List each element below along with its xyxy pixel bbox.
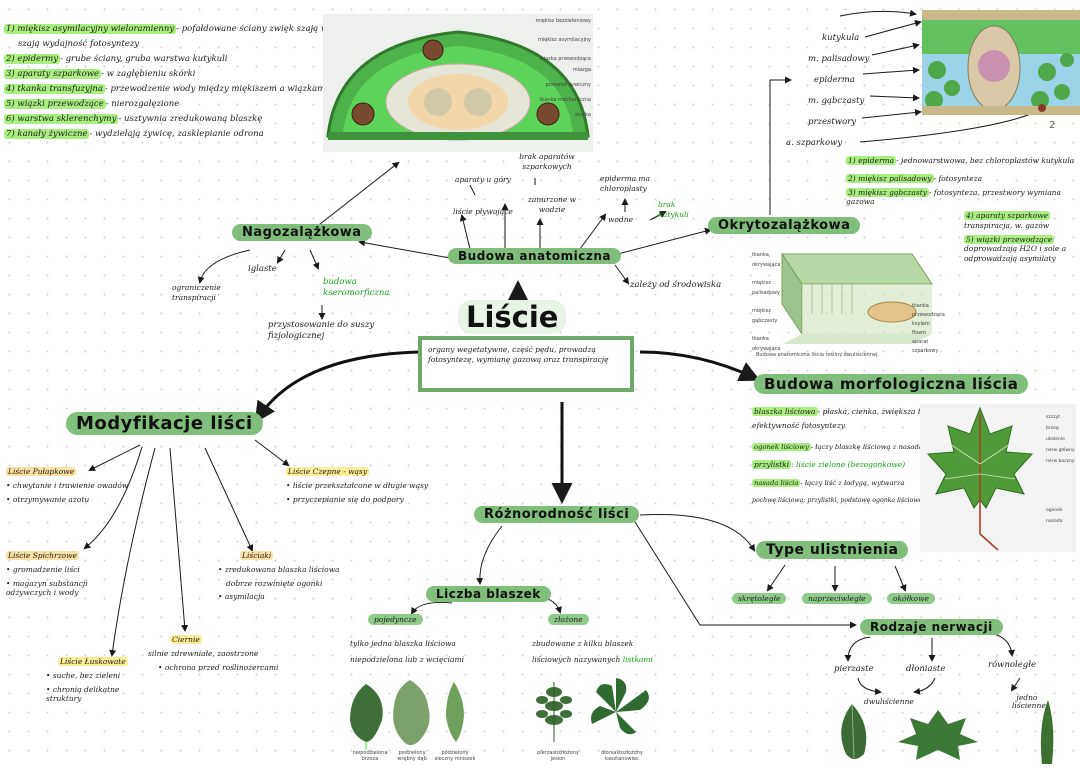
- page-title: Liście: [466, 300, 559, 334]
- mod-ciernie: Ciernie silnie zdrewniałe, zaostrzone • …: [148, 635, 279, 672]
- center-definition-box: organy wegetatywne, część pędu, prowadzą…: [418, 336, 634, 392]
- note-zalezy: zależy od środowiska: [630, 280, 722, 290]
- mod-lisciaki: Liściaki • zredukowana blaszka liściowa …: [218, 551, 340, 602]
- dicot-figure-labels-left: tkanka okrywająca miękisz palisadowy mię…: [752, 252, 781, 352]
- note-budowa-kseromorficzna: budowa kseromorficzna: [323, 277, 390, 299]
- ulistnienie-naprzeciwlegle: naprzeciwległe: [802, 593, 872, 604]
- node-rodzaje-nerwacji: Rodzaje nerwacji: [860, 619, 1003, 635]
- note-ograniczenie: ograniczenie transpiracji: [172, 283, 221, 302]
- dicot-figure-caption: Budowa anatomiczna liścia rośliny dwuliś…: [756, 352, 880, 358]
- note-iglaste: iglaste: [248, 264, 277, 274]
- leaf-labels: szczyt brzeg ułożenie nerw główny nerw b…: [1046, 415, 1075, 524]
- list-item: 2) epidermy- grube ściany, gruba warstwa…: [4, 54, 228, 65]
- leaf-samples-simple: niepodzielona brzoza podzielony wrębny d…: [346, 676, 476, 764]
- list-item-cont: szają wydajność fotosyntezy: [18, 39, 140, 50]
- dicot-list: 1) epiderma- jednowarstwowa, bez chlorop…: [846, 156, 1075, 263]
- leaf-samples-compound: pierzastozłożony jesion dłoniastozłożony…: [536, 672, 660, 764]
- node-nagozalazkowa: Nagozalążkowa: [232, 224, 372, 241]
- node-okrytozalazkowa: Okrytozalążkowa: [708, 217, 861, 234]
- note-brak-aparatow: brak aparatów szparkowych: [519, 152, 575, 171]
- dicot-3d-figure: tkanka okrywająca miękisz palisadowy mię…: [752, 244, 952, 364]
- note-zanurzone: zanurzone w wodzie: [527, 195, 577, 214]
- center-definition: organy wegetatywne, część pędu, prowadzą…: [428, 345, 609, 364]
- caption-compound-1: pierzastozłożony jesion: [537, 750, 579, 762]
- list-item: 4) tkanka transfuzyjna- przewodzenie wod…: [4, 84, 398, 95]
- caption-simple-1: niepodzielona brzoza: [352, 750, 388, 762]
- nerwacja-note-jednolisc: jedno liścienne: [1012, 693, 1046, 711]
- desc-zlozone: zbudowane z kilku blaszek liściowych naz…: [532, 639, 653, 664]
- note-epiderma: epiderma ma chloroplasty: [600, 174, 651, 193]
- figure-number-outside: 2: [1049, 120, 1056, 131]
- desc-pojedyncze: tylko jedna blaszka liściowa niepodzielo…: [350, 639, 464, 664]
- label-zlozone: złożone: [548, 614, 589, 625]
- center-title-wrap: Liście: [458, 300, 567, 334]
- mod-luskowate: Liście Łuskowate • suche, bez zieleni • …: [46, 657, 128, 704]
- list-item: 5) wiązki przewodzące- nierozgałęzione: [4, 99, 180, 110]
- node-typy-ulistnienia: Type ulistnienia: [756, 541, 909, 559]
- ulistnienie-okolkowe: okółkowe: [887, 593, 935, 604]
- caption-simple-2: podzielony wrębny dąb: [397, 750, 427, 762]
- list-item: 7) kanały żywiczne- wydzielają żywicę, z…: [4, 129, 264, 140]
- mod-czepne: Liście Czepne - wąsy • liście przekształ…: [286, 467, 429, 504]
- caption-compound-2: dłoniastozłożony kasztanowiec: [601, 750, 643, 762]
- ulistnienie-skretolegle: skrętoległe: [732, 593, 787, 604]
- node-budowa-morfologiczna: Budowa morfologiczna liścia: [754, 374, 1029, 394]
- note-brak-kutykuli: brak kutykuli: [658, 200, 689, 219]
- nerwacja-dloniaste: dłoniaste: [906, 664, 946, 674]
- node-roznorodnosc: Różnorodność liści: [474, 506, 640, 523]
- maple-leaf-figure: szczyt brzeg ułożenie nerw główny nerw b…: [920, 404, 1076, 552]
- list-item: 1) miękisz asymilacyjny wieloramienny- p…: [4, 24, 418, 34]
- caption-simple-3: podzielony sieczny mniszek: [434, 750, 476, 762]
- nerwacja-leaves: [830, 696, 1080, 764]
- morphology-list: blaszka liściowa- płaska, cienka, zwięks…: [752, 407, 931, 504]
- conifer-anatomy-list: 1) miękisz asymilacyjny wieloramienny- p…: [4, 24, 418, 144]
- list-item: 6) warstwa sklerenchymy- usztywnia zredu…: [4, 114, 263, 125]
- node-budowa-anatomiczna: Budowa anatomiczna: [448, 248, 621, 264]
- note-wodne: wodne: [608, 215, 634, 224]
- nerwacja-pierzaste: pierzaste: [834, 664, 874, 674]
- dicot-section-image: 2: [922, 10, 1080, 115]
- note-aparaty: aparaty u góry: [455, 175, 511, 184]
- nerwacja-rownolegle: równoległe: [988, 660, 1037, 670]
- conifer-needle-section-image: miękisz bezzieleniowy miękisz asymilacyj…: [323, 14, 593, 152]
- mod-pulapkowe: Liście Pułapkowe • chwytanie i trawienie…: [6, 467, 129, 504]
- note-liscie-plywajace: liście pływające: [453, 207, 513, 216]
- note-przystosowanie: przystosowanie do suszy fizjologicznej: [268, 320, 375, 342]
- dicot-section-labels: kutykula m. palisadowy epiderma m. gąbcz…: [786, 33, 870, 148]
- mod-spichrzowe: Liście Spichrzowe • gromadzenie liści • …: [6, 551, 88, 598]
- list-item: 3) aparaty szparkowe- w zagłębieniu skór…: [4, 69, 196, 80]
- nerwacja-note-dwulisc: dwuliścienne: [864, 697, 914, 706]
- node-liczba-blaszek: Liczba blaszek: [426, 586, 551, 602]
- dicot-figure-labels-right: tkanka przewodząca ksylem floem aparat s…: [912, 303, 945, 354]
- label-pojedyncze: pojedyncze: [368, 614, 423, 625]
- node-modyfikacje: Modyfikacje liści: [66, 412, 263, 435]
- section-labels: miękisz bezzieleniowy miękisz asymilacyj…: [535, 18, 591, 118]
